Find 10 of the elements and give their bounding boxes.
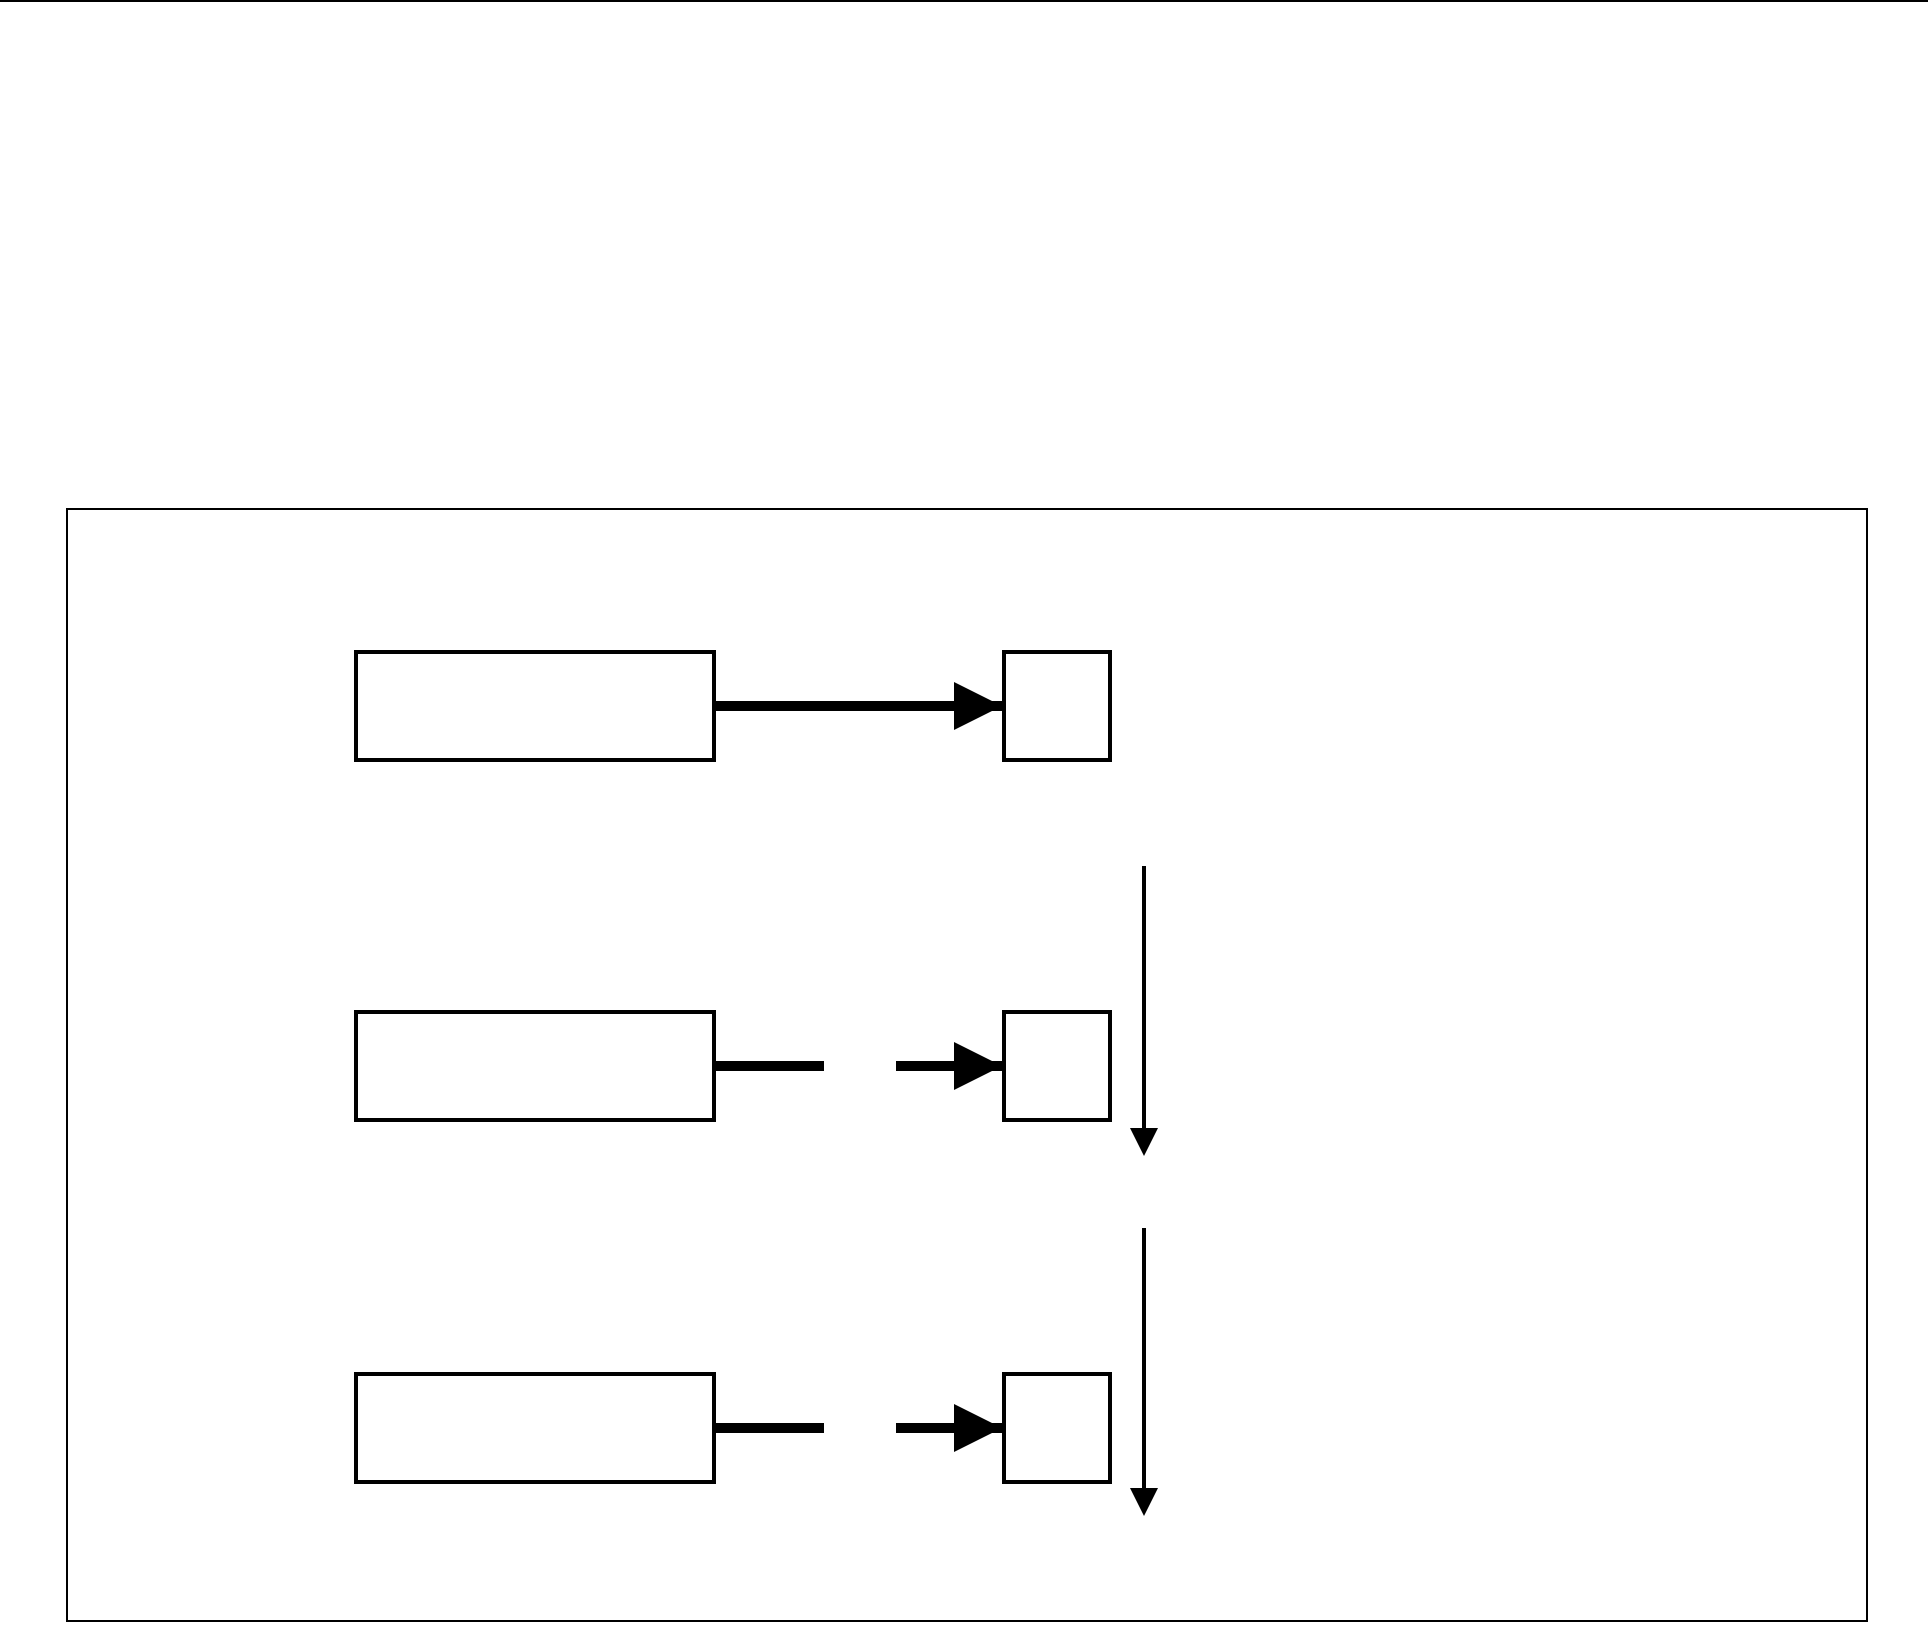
process-box [354, 650, 716, 762]
frame-box [66, 508, 1868, 1622]
process-box [354, 1372, 716, 1484]
process-box [1002, 1372, 1112, 1484]
process-box [1002, 1010, 1112, 1122]
process-box [354, 1010, 716, 1122]
process-box [1002, 650, 1112, 762]
arrow [716, 682, 1002, 730]
arrow [716, 1042, 1002, 1090]
arrow [716, 1404, 1002, 1452]
